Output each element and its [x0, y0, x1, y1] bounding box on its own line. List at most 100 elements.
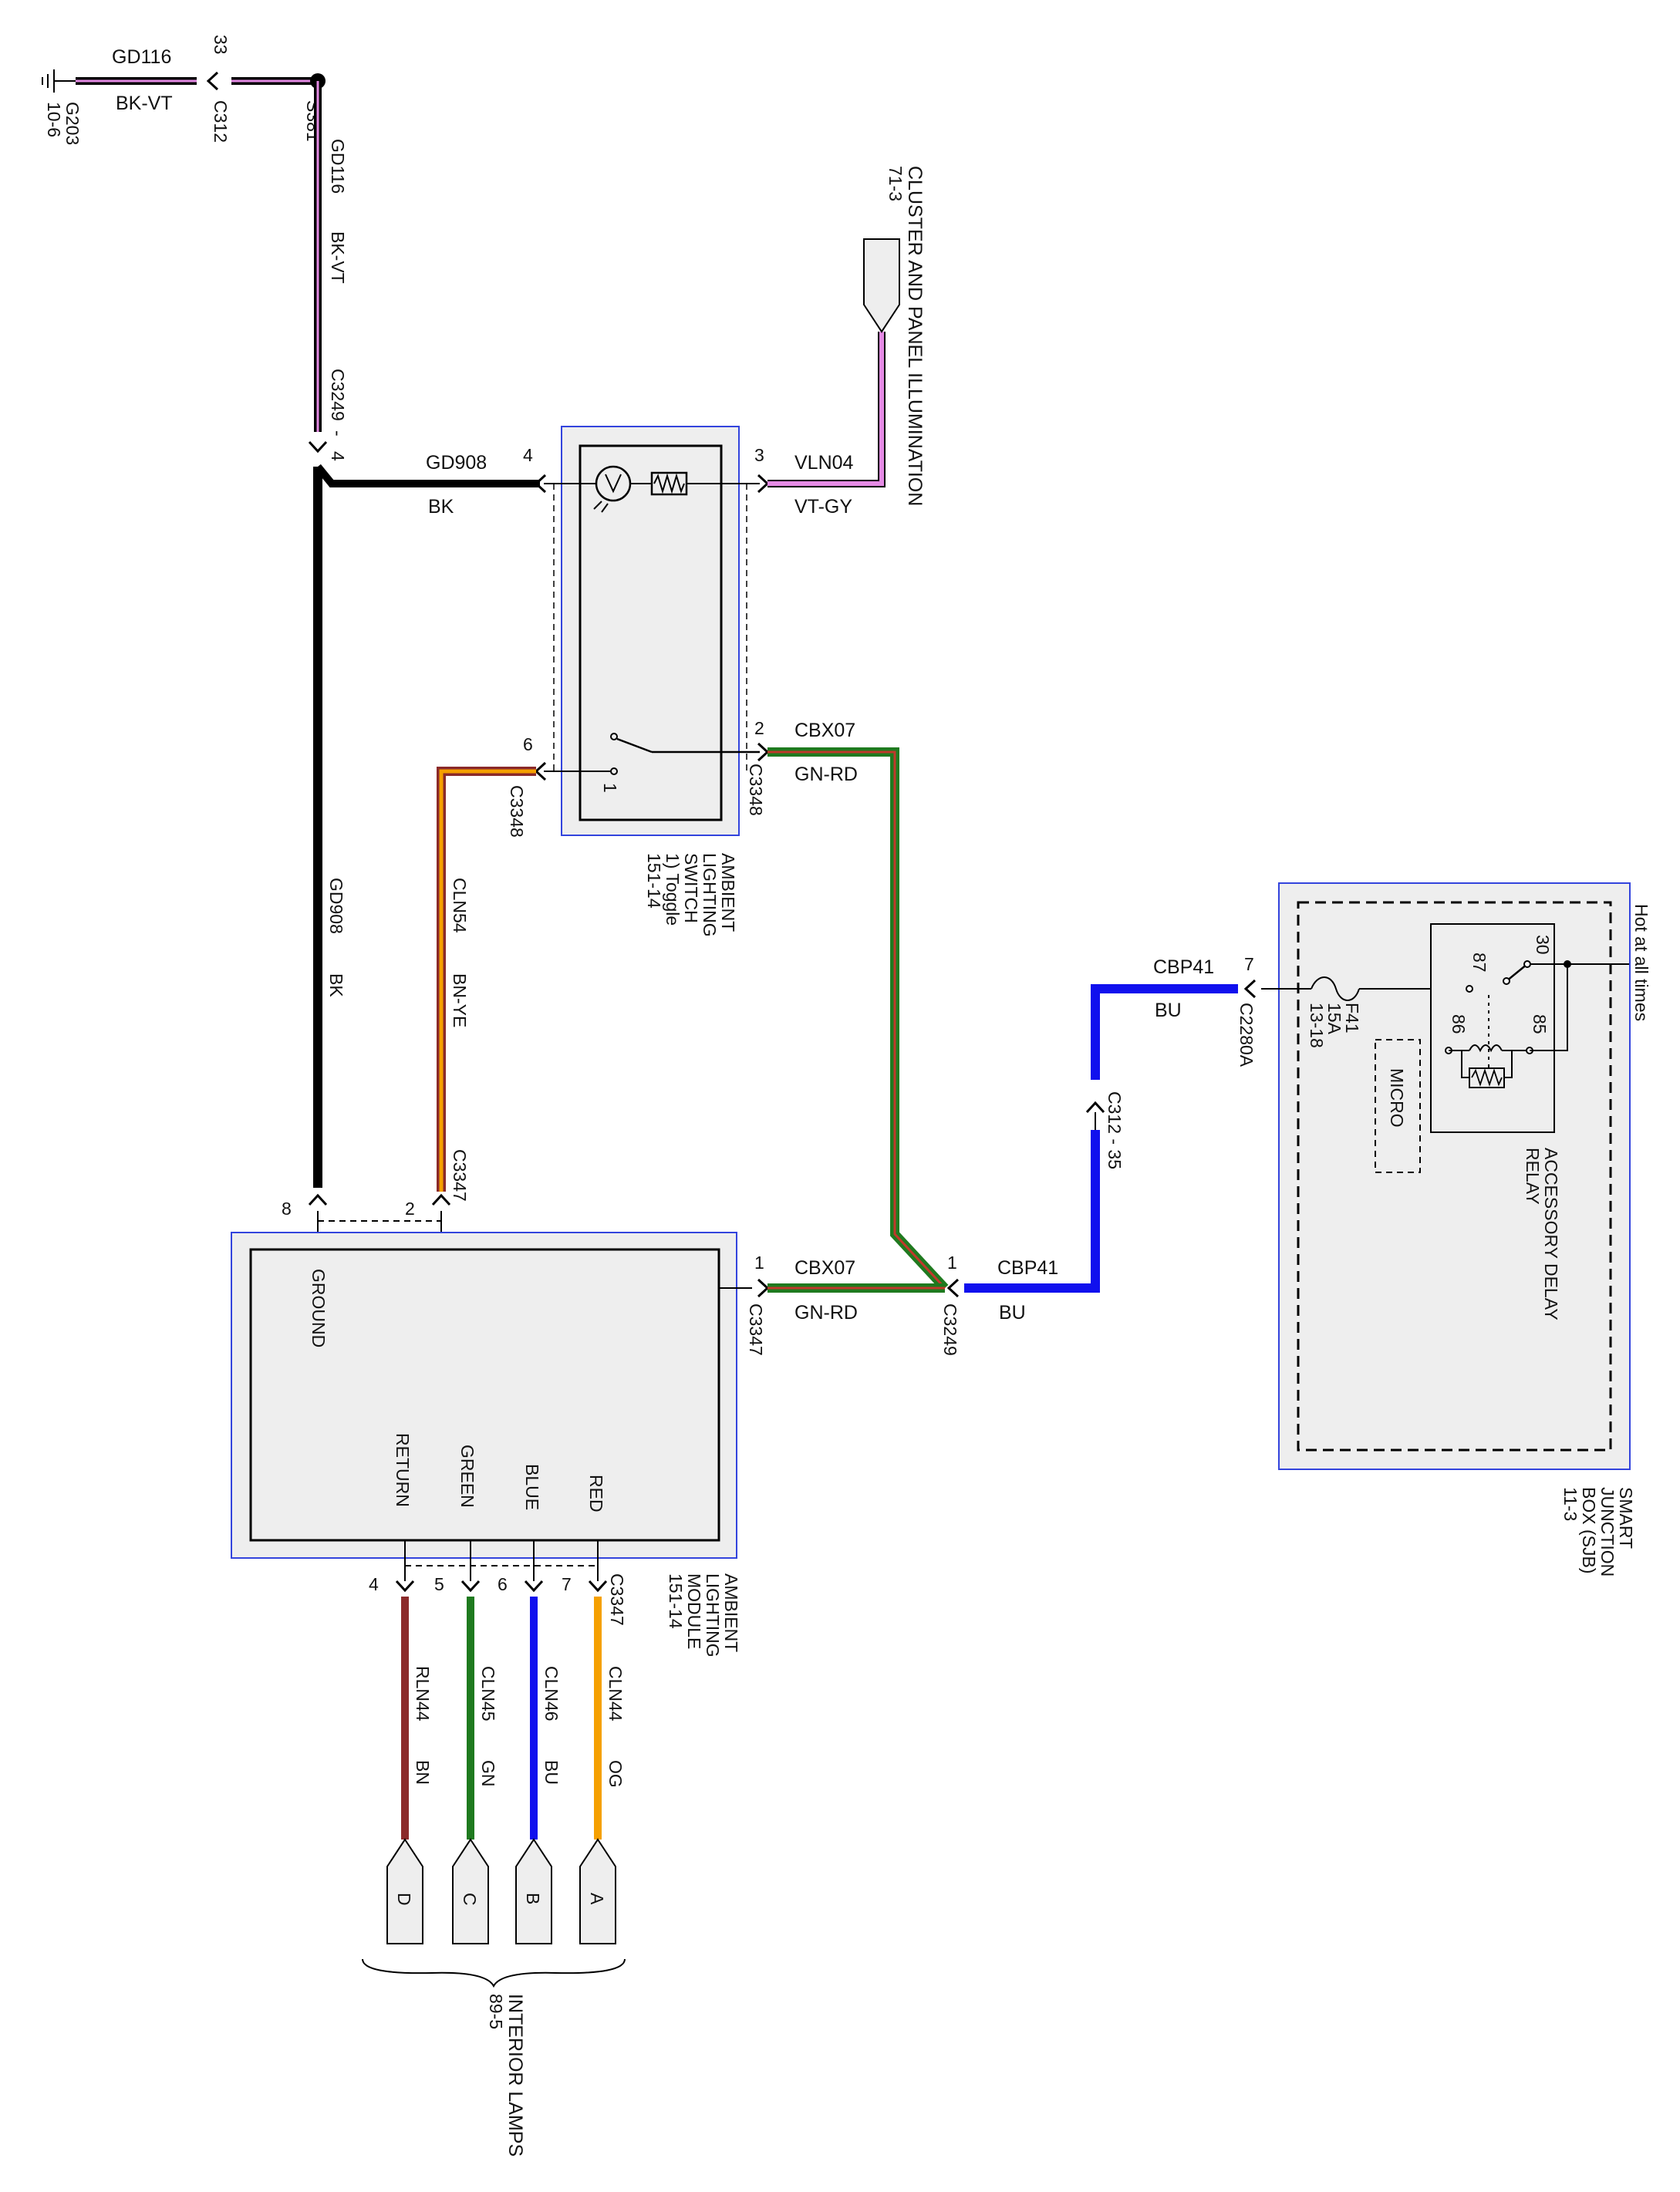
gd116-color-label: BK-VT: [116, 93, 173, 114]
hot-at-all-times: Hot at all times: [1631, 904, 1651, 1021]
module-pin-5: 5: [434, 1574, 444, 1594]
cln54-connector: C3347: [450, 1149, 470, 1202]
module-pin-8: 8: [282, 1199, 292, 1219]
module-pin6-symbol: [524, 1580, 544, 1592]
relay-name-2: RELAY: [1523, 1148, 1543, 1205]
cluster-terminal: [863, 238, 900, 333]
g203-page-ref: 10-6: [44, 102, 64, 137]
micro-label: MICRO: [1387, 1068, 1407, 1128]
cln46-color: BU: [541, 1760, 562, 1785]
module-pin2-symbol: [431, 1194, 451, 1206]
cln44-color: OG: [606, 1760, 626, 1788]
output-label-blue: BLUE: [522, 1464, 542, 1510]
cbp41-bottom-color: BU: [999, 1302, 1026, 1324]
fuse-ref: 13-18: [1307, 1003, 1327, 1048]
wire-gd908: [313, 464, 540, 1188]
wire-cbp41: [964, 984, 1238, 1293]
gd908-top-circuit: GD908: [426, 452, 487, 474]
vln04-color: VT-GY: [794, 496, 852, 518]
switch-pin-4: 4: [523, 445, 533, 465]
module-name-1: AMBIENT: [721, 1573, 741, 1652]
gd116-circuit-label: GD116: [112, 46, 171, 68]
ambient-lighting-switch-box: [553, 426, 747, 836]
output-label-return: RETURN: [393, 1433, 413, 1507]
interior-lamps-title: INTERIOR LAMPS: [504, 1994, 526, 2157]
fuse-rating: 15A: [1324, 1003, 1344, 1035]
module-right-connector: C3347: [746, 1303, 766, 1356]
terminal-a: A: [579, 1838, 616, 1944]
rln44-color: BN: [413, 1760, 433, 1785]
module-output-green: GREEN: [457, 1445, 477, 1508]
module-pin5-symbol: [460, 1580, 481, 1592]
fuse-id: F41: [1342, 1003, 1362, 1034]
switch-internal-pin-1: 1: [600, 783, 620, 793]
relay-pin-85: 85: [1530, 1014, 1550, 1034]
c3249-label: C3249: [328, 369, 348, 421]
output-label-red: RED: [586, 1475, 606, 1512]
module-pin-7: 7: [562, 1574, 572, 1594]
connector-c3249-pin1-symbol: [947, 1278, 960, 1298]
switch-name-1: AMBIENT: [718, 853, 738, 932]
terminal-b: B: [515, 1838, 552, 1944]
module-output-red: RED: [586, 1475, 606, 1512]
output-label-green: GREEN: [457, 1445, 477, 1508]
switch-name-3: SWITCH: [681, 853, 701, 923]
module-pin7-symbol: [588, 1580, 608, 1592]
cln46-circuit: CLN46: [541, 1666, 562, 1722]
cln54-color: BN-YE: [450, 973, 470, 1027]
module-pin-1: 1: [754, 1253, 764, 1273]
switch-toggle-icon: [544, 733, 760, 775]
module-pin-2: 2: [405, 1199, 415, 1219]
c3249-inline-label: C3249: [940, 1303, 960, 1356]
cln44-circuit: CLN44: [606, 1666, 626, 1722]
cluster-title: CLUSTER AND PANEL ILLUMINATION: [904, 166, 926, 506]
connector-c312-symbol: [207, 71, 219, 91]
c312-pin-33: 33: [211, 35, 231, 55]
cbx07-bottom-circuit: CBX07: [794, 1257, 855, 1279]
terminal-a-label: A: [587, 1893, 607, 1905]
module-pin1-symbol: [757, 1278, 769, 1298]
switch-name-2: LIGHTING: [700, 853, 720, 937]
cln54-circuit: CLN54: [450, 878, 470, 933]
cbp41-top-color: BU: [1155, 1000, 1182, 1021]
rln44-circuit: RLN44: [413, 1666, 433, 1722]
gd908-top-color: BK: [428, 496, 454, 518]
cbp41-bottom-circuit: CBP41: [997, 1257, 1058, 1279]
sjb-name-2: JUNCTION: [1597, 1487, 1618, 1577]
terminal-d: D: [386, 1838, 423, 1944]
module-pin-6: 6: [498, 1574, 508, 1594]
interior-lamps-brace: [362, 1958, 626, 1988]
sjb-page-ref: 11-3: [1560, 1487, 1580, 1521]
module-ground-label: GROUND: [309, 1269, 329, 1347]
module-pin8-symbol: [308, 1194, 328, 1206]
relay-name-1: ACCESSORY DELAY: [1541, 1148, 1561, 1320]
sjb-pin-7: 7: [1244, 954, 1254, 974]
cbx07-bottom-color: GN-RD: [794, 1302, 858, 1324]
cbx07-top-circuit: CBX07: [794, 720, 855, 741]
g203-label: G203: [62, 102, 83, 145]
sjb-name-3: BOX (SJB): [1579, 1487, 1599, 1573]
micro-box: [1375, 1039, 1421, 1173]
cbp41-top-circuit: CBP41: [1153, 956, 1214, 978]
gd908-vertical-color: BK: [326, 973, 346, 997]
switch-connector-left: C3348: [507, 785, 527, 838]
wire-cbx07-top: [767, 747, 949, 1292]
terminal-d-label: D: [394, 1893, 414, 1906]
terminal-b-label: B: [523, 1893, 543, 1904]
c312-label: C312: [211, 100, 231, 143]
c3249-pin-4: 4: [328, 451, 348, 461]
c312-35-label: C312 - 35: [1105, 1091, 1125, 1169]
wire-vln04: [767, 332, 886, 487]
connector-c3249-pin4-symbol: [308, 440, 328, 453]
fuse-f41-icon: [1311, 976, 1360, 1001]
switch-pin-6: 6: [523, 734, 533, 754]
cln45-color: GN: [478, 1760, 498, 1787]
gd908-vertical-circuit: GD908: [326, 878, 346, 934]
c3249-pin-1: 1: [947, 1253, 957, 1273]
cluster-page-ref: 71-3: [886, 166, 906, 201]
accessory-delay-relay: [1430, 923, 1629, 1133]
connector-c312-pin35-symbol: [1085, 1101, 1105, 1114]
switch-page-ref: 151-14: [644, 853, 664, 909]
ambient-lighting-module-box: [231, 1232, 737, 1559]
